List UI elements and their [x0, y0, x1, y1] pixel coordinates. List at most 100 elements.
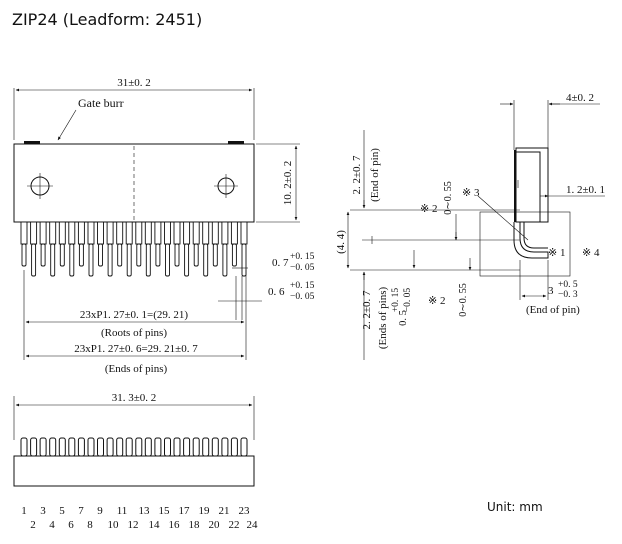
pin-root: [211, 221, 219, 245]
ends-label: (Ends of pins): [105, 363, 168, 375]
pin-root: [68, 221, 76, 245]
pin-root: [125, 221, 133, 245]
pin-end: [30, 437, 38, 457]
formed-lead-inner: [523, 222, 548, 249]
bottom-body: [13, 455, 255, 487]
pin-number: 17: [179, 505, 191, 517]
pin-number: 13: [139, 505, 151, 517]
pin-end: [49, 437, 57, 457]
pin-lead: [203, 243, 209, 277]
pin-number: 20: [209, 519, 221, 531]
pin-root: [97, 221, 104, 245]
pin-lead: [212, 243, 218, 267]
pin-number: 8: [87, 519, 93, 531]
pin-end: [116, 437, 124, 457]
mount-hole-left: [27, 173, 53, 199]
pin-number: 21: [219, 505, 230, 517]
pin-number: 16: [169, 519, 181, 531]
bottom-view: 31. 3±0. 2 1 3 5 7 9 11 13 15 17 19 21 2…: [13, 392, 258, 531]
pin-lead: [88, 243, 94, 277]
pin-root: [173, 221, 181, 245]
note4: ※ 4: [582, 247, 600, 259]
pin-root: [116, 221, 124, 245]
pin-lead: [21, 243, 27, 267]
pin-root: [202, 221, 210, 245]
side-view: 4±0. 2 1. 2±0. 1 2. 2±0. 7 (End of pin) …: [335, 92, 605, 360]
pin-end: [154, 437, 162, 457]
lower-offset-minus: −0. 05: [403, 288, 413, 313]
pin-thk-tol-plus: +0. 15: [290, 281, 315, 291]
unit-label: Unit: mm: [487, 500, 543, 514]
top-view: 31±0. 2 Gate burr: [13, 77, 315, 375]
pin-end: [125, 437, 133, 457]
end-dim: 3: [548, 285, 554, 297]
side-pin-end-dim: 1. 2±0. 1: [566, 184, 605, 196]
pin-end: [20, 437, 28, 457]
note2-top-range: 0∼0. 55: [443, 181, 454, 214]
pin-number: 1: [21, 505, 27, 517]
pin-lead: [165, 243, 170, 277]
mount-hole-right: [214, 174, 238, 198]
note1: ※ 1: [548, 247, 565, 259]
pin-root: [230, 221, 238, 245]
pin-number: 3: [40, 505, 46, 517]
pin-lead: [50, 243, 56, 277]
pin-end: [135, 437, 143, 457]
pin-lead: [136, 243, 142, 267]
pin-number: 9: [97, 505, 103, 517]
pin-root: [144, 221, 152, 245]
pin-end: [211, 437, 219, 457]
pin-lead: [117, 243, 123, 267]
pin-end: [202, 437, 210, 457]
pin-end: [87, 437, 95, 457]
pin-number: 23: [239, 505, 251, 517]
end-label: (End of pin): [526, 304, 580, 316]
top-height-dim: 10. 2±0. 2: [282, 161, 294, 206]
pin-root: [192, 221, 200, 245]
pin-thk-tol-minus: −0. 05: [290, 292, 315, 302]
pin-lead: [78, 243, 84, 267]
pin-root: [106, 221, 114, 245]
pin-lead: [155, 243, 161, 267]
pin-lead: [184, 243, 190, 277]
pin-number: 11: [117, 505, 128, 517]
pin-numbers-odd: 1 3 5 7 9 11 13 15 17 19 21 23: [21, 505, 250, 517]
pin-lead: [241, 243, 247, 277]
note2-top: ※ 2: [420, 203, 437, 215]
lower-offset-dim: 0. 5: [398, 310, 409, 326]
end-dim-minus: −0. 3: [558, 290, 578, 300]
pin-end: [230, 437, 238, 457]
note3: ※ 3: [462, 187, 480, 199]
pin-root: [135, 221, 143, 245]
side-thickness-dim: 4±0. 2: [566, 92, 594, 104]
pin-number: 4: [49, 519, 55, 531]
note3-leader: [477, 195, 529, 241]
side-body-left: [515, 148, 540, 223]
pin-lead: [98, 243, 103, 267]
pin-end: [106, 437, 114, 457]
gate-burr-leader: [57, 109, 77, 141]
note2-bottom: ※ 2: [428, 295, 445, 307]
top-width-dim: 31±0. 2: [117, 77, 151, 89]
ends-pitch-dim: 23xP1. 27±0. 6=29. 21±0. 7: [74, 343, 198, 355]
pin-root: [49, 221, 57, 245]
pin-end: [164, 437, 171, 457]
formed-lead: [513, 222, 549, 259]
pin-root: [39, 221, 47, 245]
bottom-pin-row: [20, 437, 248, 457]
detail-box: [479, 211, 571, 277]
pin-end: [240, 437, 248, 457]
pin-lead: [126, 243, 132, 277]
pin-number: 12: [128, 519, 139, 531]
pin-number: 22: [229, 519, 240, 531]
gate-burr-label: Gate burr: [78, 96, 124, 110]
body-tab: [24, 141, 40, 144]
pin-lead: [193, 243, 199, 267]
pin-lead: [107, 243, 113, 277]
pin-end: [183, 437, 191, 457]
side-lower-label: (Ends of pins): [377, 287, 389, 350]
pin-number: 14: [149, 519, 161, 531]
pin-root: [30, 221, 38, 245]
pin-root: [154, 221, 162, 245]
body-tab: [228, 141, 244, 144]
